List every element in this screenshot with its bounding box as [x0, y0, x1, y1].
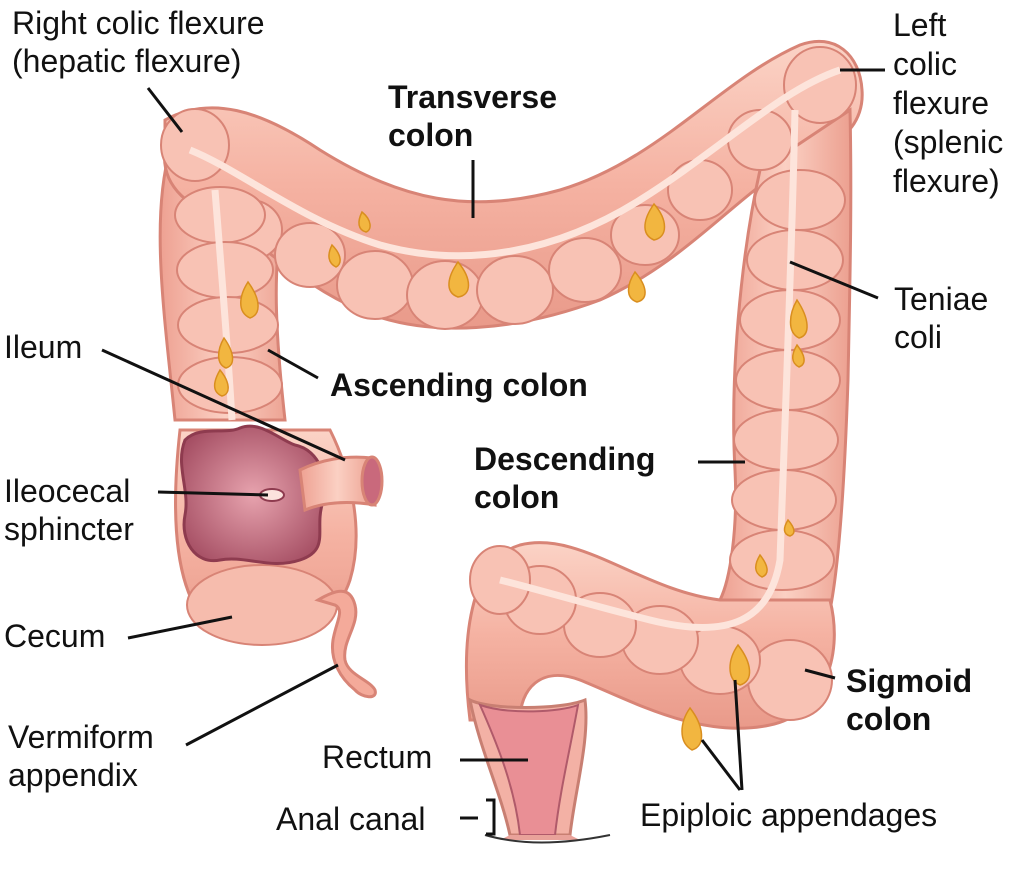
vermiform-appendix-shape: [314, 589, 377, 699]
label-ileocecal-sphincter: Ileocecal sphincter: [4, 473, 134, 547]
leader-right-flexure: [146, 87, 184, 133]
epiploic-appendages: [213, 202, 808, 751]
leader-sigmoid: [804, 668, 836, 680]
label-descending-colon: Descending colon: [474, 441, 656, 515]
label-right-colic-flexure: Right colic flexure (hepatic flexure): [12, 5, 265, 79]
leader-appendix: [185, 663, 339, 747]
label-epiploic-appendages: Epiploic appendages: [640, 797, 938, 833]
label-cecum: Cecum: [4, 618, 106, 654]
anal-canal-bracket: [486, 798, 496, 836]
leader-ascending: [267, 348, 319, 380]
leader-lines: [101, 68, 885, 836]
label-transverse-colon: Transverse colon: [388, 79, 558, 153]
leader-ileum: [101, 348, 346, 462]
teniae-coli-band: [188, 66, 842, 260]
label-vermiform-appendix: Vermiform appendix: [8, 719, 154, 793]
label-sigmoid-colon: Sigmoid colon: [846, 663, 973, 737]
leader-epiploic-1: [700, 739, 742, 791]
leader-cecum: [127, 615, 233, 640]
colon-body: [158, 39, 864, 730]
label-teniae-coli: Teniae coli: [894, 281, 989, 355]
rectum-shape: [467, 697, 611, 844]
label-ascending-colon: Ascending colon: [330, 367, 588, 403]
leader-teniae: [789, 260, 879, 300]
label-anal-canal: Anal canal: [276, 801, 426, 837]
label-rectum: Rectum: [322, 739, 433, 775]
leader-epiploic-2: [733, 679, 744, 791]
label-left-colic-flexure: Left colic flexure (splenic flexure): [893, 7, 1004, 199]
label-ileum: Ileum: [4, 329, 83, 365]
leader-ileocecal: [157, 490, 269, 497]
